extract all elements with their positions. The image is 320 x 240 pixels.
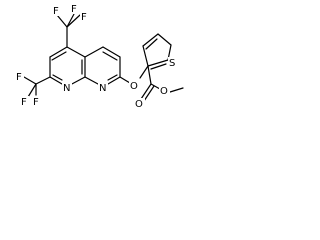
fluorine-atom-label: F [71,4,77,15]
label-bg [70,3,79,14]
label-bg [159,85,170,96]
bond [139,65,149,79]
bond [49,46,68,58]
bond [142,33,159,47]
nitrogen-atom-label: N [63,83,70,94]
bond [35,76,51,85]
bond [69,76,86,86]
bond [66,13,75,28]
bond [169,87,184,93]
bond [52,74,63,81]
bond [23,76,37,85]
bond [84,46,104,58]
bond [84,76,99,85]
nitrogen-atom-label: N [99,83,106,94]
fluorine-atom-label: F [81,12,87,23]
bond [107,74,118,81]
bond [145,38,158,50]
bond [51,51,67,61]
carbonyl-oxygen-atom-label: O [135,99,143,110]
sulfur-atom-label: S [169,58,175,69]
label-bg [98,82,108,93]
bond [143,85,155,102]
fluorine-atom-label: F [53,6,59,17]
label-bg [15,71,24,82]
bond [49,76,63,85]
label-bg [20,96,29,107]
bond [140,83,152,100]
label-bg [52,5,61,16]
bond [66,14,81,28]
bond [27,83,37,98]
bond [142,45,149,67]
label-bg [168,57,177,68]
atom-labels: F F F F F F N N O S O O [15,3,177,110]
fluorine-atom-label: F [33,97,39,108]
bond [157,33,172,46]
bond [119,76,131,84]
label-bg [62,82,72,93]
bond [102,46,121,58]
label-bg [129,80,140,91]
bond [66,46,86,58]
bonds [23,13,184,102]
bond [107,76,121,85]
bond [150,63,167,70]
bond [102,51,118,61]
bond [150,83,161,90]
label-bg [80,11,89,22]
ester-oxygen-atom-label: O [160,86,168,97]
label-bg [32,96,41,107]
molecule-structure: F F F F F F N N O S O O [15,3,184,110]
fluorine-atom-label: F [16,72,22,83]
bond [147,65,152,85]
label-bg [134,98,145,109]
bond [56,14,68,28]
bond [147,59,169,67]
ether-oxygen-atom-label: O [130,81,138,92]
fluorine-atom-label: F [21,97,27,108]
